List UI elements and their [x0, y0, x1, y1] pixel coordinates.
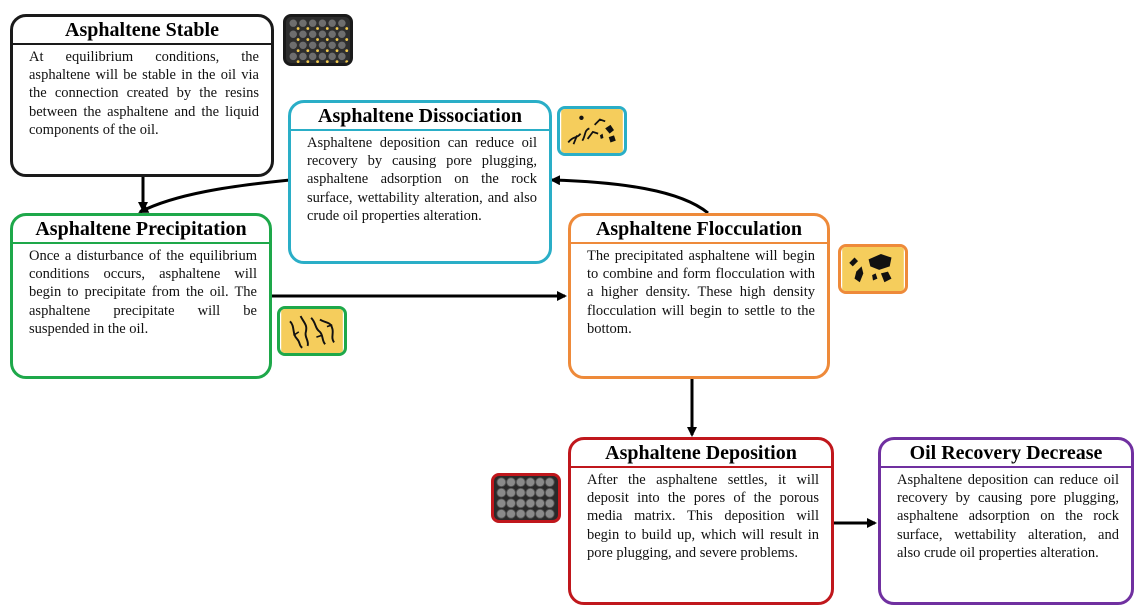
resin-link — [335, 38, 339, 41]
deposit-grain — [544, 487, 555, 498]
resin-link — [325, 60, 329, 63]
particle — [328, 41, 336, 50]
node-text: At equilibrium conditions, the asphalten… — [29, 49, 259, 138]
particle — [318, 41, 327, 50]
resin-link — [316, 27, 319, 30]
deposit-grain — [535, 487, 545, 498]
resin-link — [296, 38, 300, 41]
deposit-grain — [525, 477, 536, 487]
particle — [308, 19, 317, 27]
deposit-grain — [525, 498, 536, 509]
resin-link — [325, 49, 329, 53]
particle — [299, 52, 307, 61]
particle — [328, 30, 336, 38]
deposit-grain — [496, 509, 507, 519]
particle — [289, 41, 297, 50]
deposit-grain — [544, 477, 555, 487]
node-asphaltene-precipitation: Asphaltene Precipitation Once a disturba… — [10, 213, 272, 379]
node-title: Asphaltene Precipitation — [13, 216, 269, 244]
deposit-grain — [544, 498, 555, 509]
resin-link — [316, 38, 319, 41]
particle — [289, 52, 297, 61]
particle — [308, 41, 317, 50]
particle — [289, 30, 297, 38]
particle — [338, 30, 346, 38]
deposit-grain — [506, 498, 516, 509]
particle — [308, 52, 317, 61]
node-text: Asphaltene deposition can reduce oil rec… — [897, 472, 1119, 561]
resin-link — [345, 60, 349, 63]
deposit-grain — [515, 487, 526, 498]
node-title: Asphaltene Flocculation — [571, 216, 827, 244]
node-asphaltene-flocculation: Asphaltene Flocculation The precipitated… — [568, 213, 830, 379]
resin-link — [335, 49, 339, 53]
particle — [318, 30, 327, 38]
node-asphaltene-dissociation: Asphaltene Dissociation Asphaltene depos… — [288, 100, 552, 264]
deposit-grain — [506, 487, 516, 498]
particle — [338, 19, 346, 27]
node-text: After the asphaltene settles, it will de… — [587, 472, 819, 561]
particle — [299, 41, 307, 50]
node-oil-recovery-decrease: Oil Recovery Decrease Asphaltene deposit… — [878, 437, 1134, 605]
resin-link — [345, 38, 349, 41]
deposit-grain — [515, 509, 526, 519]
resin-link — [335, 60, 339, 63]
arrow-dissociation-to-precipitation — [138, 178, 291, 214]
resin-link — [306, 60, 310, 63]
node-title: Asphaltene Dissociation — [291, 103, 549, 131]
particle — [338, 52, 346, 61]
particle — [308, 30, 317, 38]
particle — [328, 52, 336, 61]
resin-link — [306, 27, 310, 30]
deposit-grain — [515, 498, 526, 509]
deposit-grain — [496, 498, 507, 509]
deposit-grain — [525, 487, 536, 498]
particle — [289, 19, 297, 27]
particle — [318, 52, 327, 61]
deposition-packed-grid-icon — [491, 473, 561, 523]
resin-link — [296, 27, 300, 30]
deposit-grain — [544, 509, 555, 519]
flocculation-clusters-icon — [838, 244, 908, 294]
resin-link — [345, 27, 349, 30]
resin-link — [316, 49, 319, 53]
resin-link — [296, 49, 300, 53]
node-text: The precipitated asphaltene will begin t… — [587, 248, 815, 337]
node-text: Asphaltene deposition can reduce oil rec… — [307, 135, 537, 224]
deposit-grain — [506, 509, 516, 519]
resin-link — [316, 60, 319, 63]
resin-link — [306, 38, 310, 41]
node-asphaltene-deposition: Asphaltene Deposition After the asphalte… — [568, 437, 834, 605]
particle — [299, 19, 307, 27]
deposit-grain — [496, 487, 507, 498]
node-text: Once a disturbance of the equilibrium co… — [29, 248, 257, 337]
resin-link — [335, 27, 339, 30]
resin-link — [345, 49, 349, 53]
node-title: Oil Recovery Decrease — [881, 440, 1131, 468]
deposit-grain — [535, 498, 545, 509]
node-asphaltene-stable: Asphaltene Stable At equilibrium conditi… — [10, 14, 274, 177]
precipitation-strands-icon — [277, 306, 347, 356]
node-title: Asphaltene Deposition — [571, 440, 831, 468]
resin-link — [306, 49, 310, 53]
node-title: Asphaltene Stable — [13, 17, 271, 45]
stable-particle-grid-icon — [283, 14, 353, 66]
particle — [338, 41, 346, 50]
arrow-flocculation-to-dissociation — [550, 175, 709, 215]
deposit-grain — [496, 477, 507, 487]
deposit-grain — [535, 509, 545, 519]
deposit-grain — [506, 477, 516, 487]
resin-link — [325, 38, 329, 41]
particle — [299, 30, 307, 38]
resin-link — [325, 27, 329, 30]
particle — [328, 19, 336, 27]
deposit-grain — [515, 477, 526, 487]
dissociation-fragments-icon — [557, 106, 627, 156]
particle — [318, 19, 327, 27]
deposit-grain — [535, 477, 545, 487]
resin-link — [296, 60, 300, 63]
deposit-grain — [525, 509, 536, 519]
